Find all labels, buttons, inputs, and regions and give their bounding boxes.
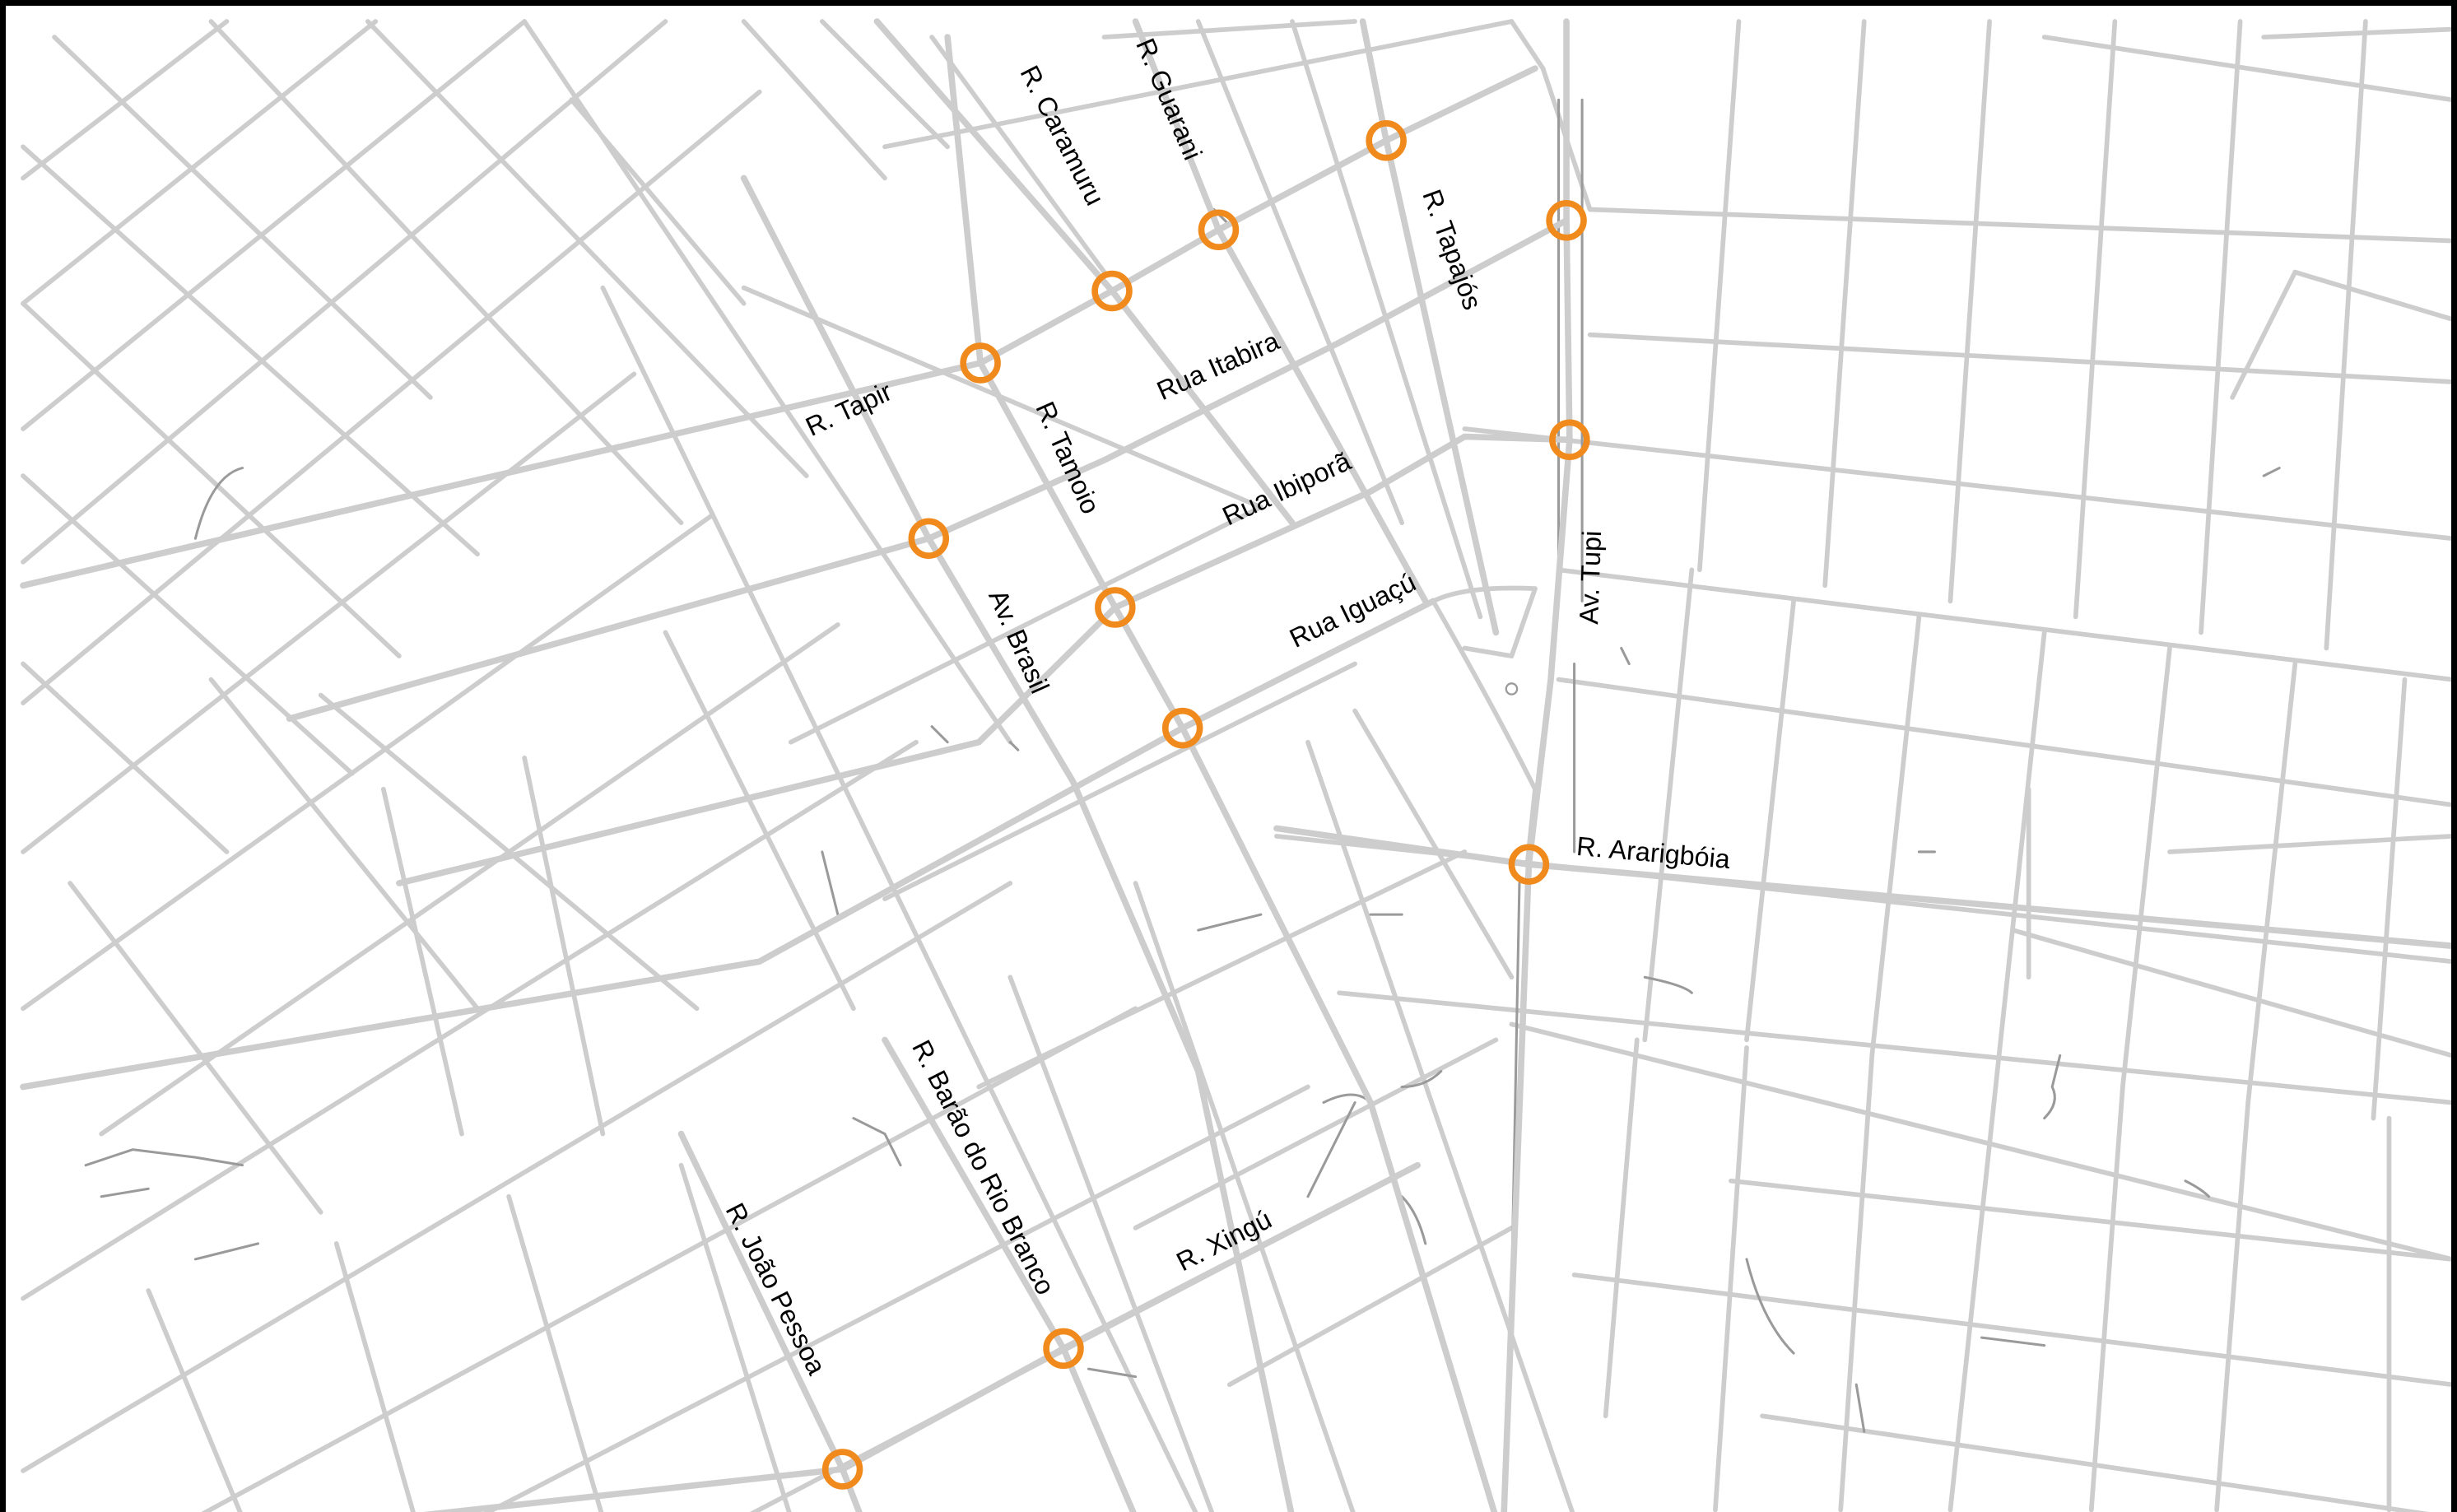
intersection-ring-icon[interactable] bbox=[1549, 419, 1590, 461]
street-tamoio bbox=[944, 34, 1498, 1512]
street-itabira bbox=[20, 65, 1538, 589]
footpaths bbox=[84, 98, 2281, 1433]
intersection-ring-icon[interactable] bbox=[1505, 682, 1519, 696]
intersection-ring-icon[interactable] bbox=[1091, 270, 1133, 312]
intersection-ring-icon[interactable] bbox=[1366, 119, 1407, 161]
intersection-ring-icon[interactable] bbox=[821, 1449, 863, 1490]
intersection-ring-icon[interactable] bbox=[1508, 844, 1550, 885]
intersection-ring-icon[interactable] bbox=[1161, 707, 1203, 749]
street-brasil bbox=[740, 174, 1295, 1512]
street-tapajos bbox=[1359, 18, 1500, 636]
street-network bbox=[21, 19, 2451, 1512]
main-streets bbox=[20, 18, 2451, 1512]
intersection-ring-icon[interactable] bbox=[1546, 200, 1587, 241]
label-guarani: R. Guarani bbox=[1130, 34, 1208, 164]
intersection-markers bbox=[821, 119, 1590, 1490]
intersection-ring-icon[interactable] bbox=[1043, 1328, 1084, 1370]
street-xingu bbox=[422, 1161, 1422, 1512]
label-joao-pessoa: R. João Pessoa bbox=[720, 1198, 832, 1379]
intersection-ring-icon[interactable] bbox=[1095, 587, 1136, 628]
label-tamoio: R. Tamoio bbox=[1030, 398, 1105, 519]
street-barao bbox=[882, 1036, 1137, 1512]
street-ibipora bbox=[286, 216, 1570, 722]
label-caramuru: R. Caramuru bbox=[1014, 61, 1110, 210]
street-lower-parallel bbox=[20, 598, 1437, 1091]
street-map[interactable]: R. Caramuru R. Guarani R. Tapajós Rua It… bbox=[6, 6, 2457, 1512]
label-tupi: Av. Tupi bbox=[1574, 530, 1607, 625]
street-iguacu bbox=[396, 433, 1573, 886]
intersection-ring-icon[interactable] bbox=[960, 342, 1001, 384]
street-tupi bbox=[1501, 18, 1573, 1512]
intersection-ring-icon[interactable] bbox=[1198, 209, 1240, 250]
intersection-ring-icon[interactable] bbox=[908, 518, 950, 559]
